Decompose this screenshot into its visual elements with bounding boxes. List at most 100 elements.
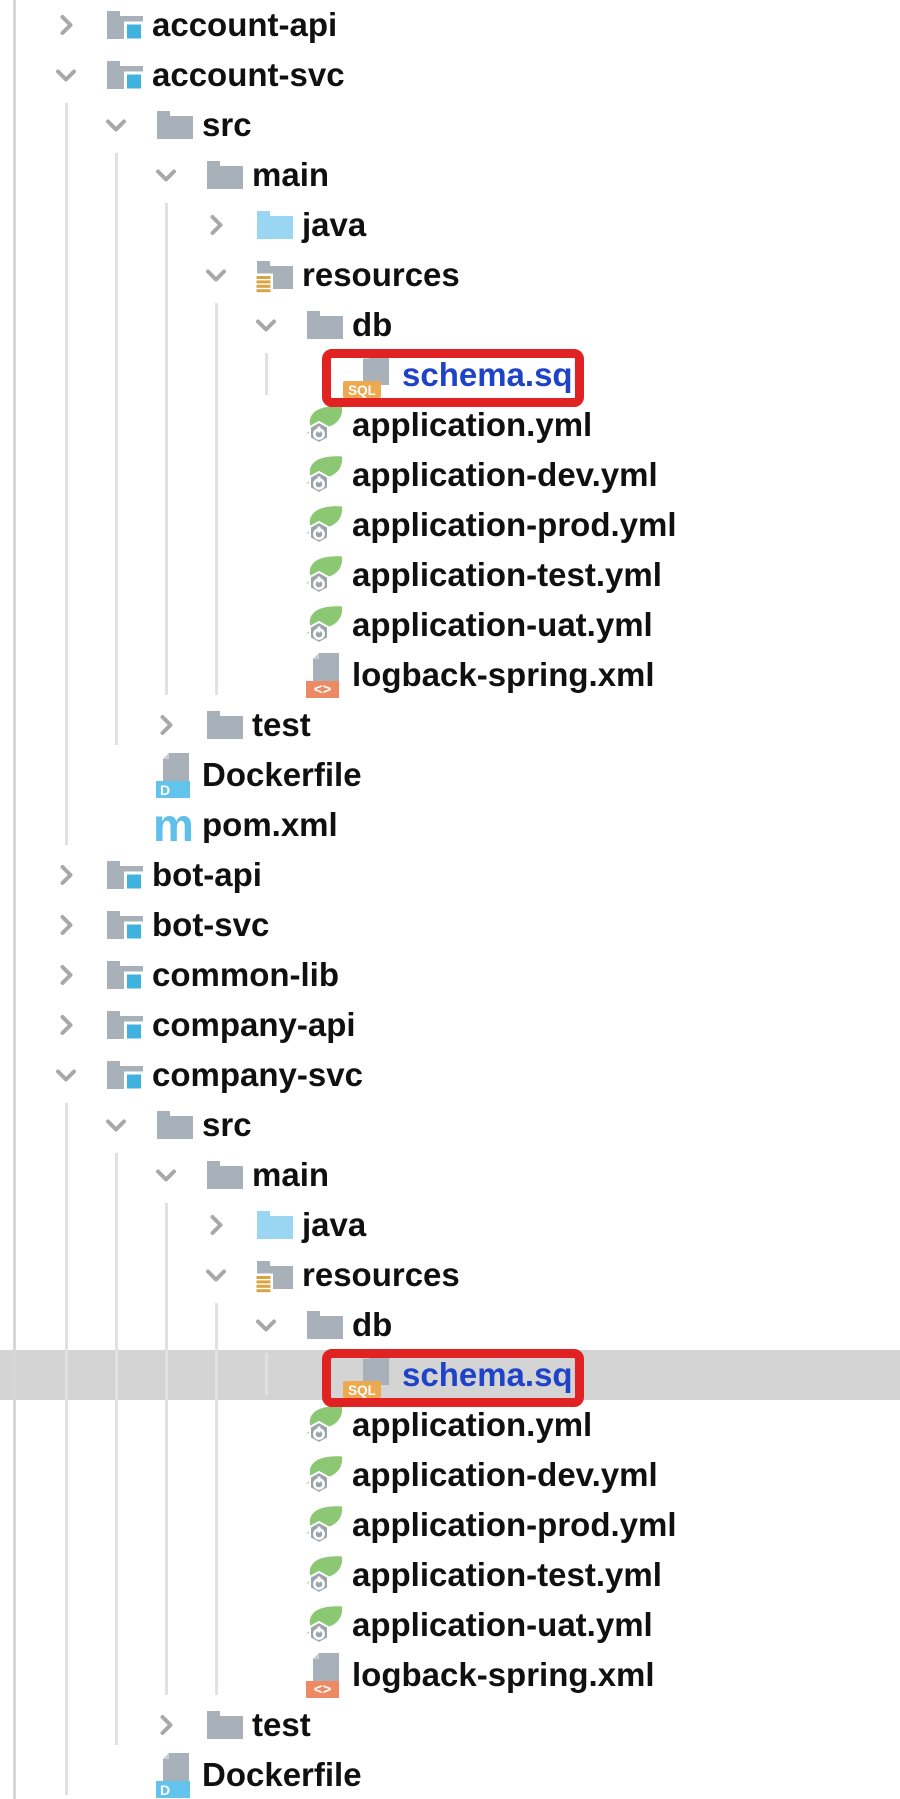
tree-item-label: pom.xml	[202, 806, 338, 843]
tree-row-application-uat-yml[interactable]: application-uat.yml	[0, 600, 900, 650]
folder-icon	[205, 1150, 245, 1200]
tree-row-application-prod-yml[interactable]: application-prod.yml	[0, 500, 900, 550]
chevron-right-icon[interactable]	[53, 12, 79, 38]
chevron-down-icon[interactable]	[103, 112, 129, 138]
tree-row-main[interactable]: main	[0, 1150, 900, 1200]
chevron-right-icon[interactable]	[153, 712, 179, 738]
chevron-down-icon[interactable]	[153, 162, 179, 188]
tree-row-application-yml[interactable]: application.yml	[0, 1400, 900, 1450]
tree-item-label: application-test.yml	[352, 556, 662, 593]
tree-row-company-api[interactable]: company-api	[0, 1000, 900, 1050]
tree-row-logback-spring-xml[interactable]: <> logback-spring.xml	[0, 650, 900, 700]
chevron-placeholder	[253, 462, 279, 488]
folder-icon	[305, 300, 345, 350]
tree-item-label: Dockerfile	[202, 756, 362, 793]
tree-row-java[interactable]: java	[0, 200, 900, 250]
chevron-placeholder	[253, 1412, 279, 1438]
chevron-placeholder	[303, 1362, 329, 1388]
chevron-down-icon[interactable]	[103, 1112, 129, 1138]
svg-text:<>: <>	[314, 681, 332, 698]
chevron-down-icon[interactable]	[253, 1312, 279, 1338]
chevron-right-icon[interactable]	[53, 862, 79, 888]
tree-row-resources[interactable]: resources	[0, 1250, 900, 1300]
xml-file-icon: <>	[305, 1650, 345, 1700]
tree-item-label: common-lib	[152, 956, 339, 993]
tree-row-src[interactable]: src	[0, 100, 900, 150]
chevron-placeholder	[253, 612, 279, 638]
docker-file-icon: D	[155, 750, 195, 800]
chevron-placeholder	[253, 662, 279, 688]
maven-m-glyph: m	[153, 799, 194, 851]
tree-row-java[interactable]: java	[0, 1200, 900, 1250]
svg-text:SQL: SQL	[348, 383, 376, 398]
chevron-placeholder	[253, 562, 279, 588]
chevron-down-icon[interactable]	[53, 1062, 79, 1088]
chevron-right-icon[interactable]	[53, 962, 79, 988]
resources-folder-icon	[254, 1250, 295, 1300]
tree-item-label: logback-spring.xml	[352, 656, 655, 693]
tree-row-main[interactable]: main	[0, 150, 900, 200]
tree-item-label: application-uat.yml	[352, 1606, 653, 1643]
chevron-down-icon[interactable]	[253, 312, 279, 338]
tree-item-label: company-svc	[152, 1056, 363, 1093]
tree-row-application-dev-yml[interactable]: application-dev.yml	[0, 1450, 900, 1500]
tree-row-application-test-yml[interactable]: application-test.yml	[0, 550, 900, 600]
tree-row-application-test-yml[interactable]: application-test.yml	[0, 1550, 900, 1600]
tree-item-label: main	[252, 156, 330, 193]
docker-file-icon: D	[155, 1750, 195, 1799]
module-folder-icon	[105, 1000, 145, 1050]
tree-item-label: schema.sql	[402, 1356, 582, 1393]
tree-row-db[interactable]: db	[0, 300, 900, 350]
tree-item-label: application-dev.yml	[352, 1456, 658, 1493]
tree-row-logback-spring-xml[interactable]: <>logback-spring.xml	[0, 1650, 900, 1700]
module-folder-icon	[105, 950, 145, 1000]
tree-row-bot-svc[interactable]: bot-svc	[0, 900, 900, 950]
folder-icon	[205, 150, 245, 200]
tree-item-label: test	[252, 1706, 311, 1743]
tree-item-label: application.yml	[352, 1406, 593, 1443]
tree-row-db[interactable]: db	[0, 1300, 900, 1350]
java-source-folder-icon	[255, 200, 295, 250]
tree-row-test[interactable]: test	[0, 1700, 900, 1750]
chevron-down-icon[interactable]	[153, 1162, 179, 1188]
tree-item-label: java	[302, 1206, 367, 1243]
folder-icon	[205, 1700, 245, 1750]
tree-row-application-prod-yml[interactable]: application-prod.yml	[0, 1500, 900, 1550]
chevron-down-icon[interactable]	[53, 62, 79, 88]
tree-row-application-yml[interactable]: application.yml	[0, 400, 900, 450]
tree-row-account-api[interactable]: account-api	[0, 0, 900, 50]
module-folder-icon	[105, 850, 145, 900]
chevron-right-icon[interactable]	[53, 1012, 79, 1038]
chevron-down-icon[interactable]	[203, 1262, 229, 1288]
tree-row-application-dev-yml[interactable]: application-dev.yml	[0, 450, 900, 500]
tree-item-label: db	[352, 1306, 393, 1343]
folder-icon	[305, 1300, 345, 1350]
tree-row-application-uat-yml[interactable]: application-uat.yml	[0, 1600, 900, 1650]
tree-row-common-lib[interactable]: common-lib	[0, 950, 900, 1000]
tree-item-label: resources	[302, 1256, 460, 1293]
chevron-placeholder	[103, 762, 129, 788]
tree-row-company-svc[interactable]: company-svc	[0, 1050, 900, 1100]
tree-item-label: test	[252, 706, 311, 743]
svg-text:<>: <>	[314, 1681, 332, 1698]
module-folder-icon	[105, 900, 145, 950]
tree-row-src[interactable]: src	[0, 1100, 900, 1150]
chevron-right-icon[interactable]	[53, 912, 79, 938]
tree-item-label: account-svc	[152, 56, 345, 93]
tree-row-resources[interactable]: resources	[0, 250, 900, 300]
sql-file-icon: SQL	[343, 350, 395, 400]
chevron-right-icon[interactable]	[153, 1712, 179, 1738]
tree-row-account-svc[interactable]: account-svc	[0, 50, 900, 100]
chevron-placeholder	[253, 1562, 279, 1588]
chevron-right-icon[interactable]	[203, 212, 229, 238]
tree-row-test[interactable]: test	[0, 700, 900, 750]
chevron-down-icon[interactable]	[203, 262, 229, 288]
tree-row-bot-api[interactable]: bot-api	[0, 850, 900, 900]
tree-item-label: db	[352, 306, 393, 343]
chevron-right-icon[interactable]	[203, 1212, 229, 1238]
